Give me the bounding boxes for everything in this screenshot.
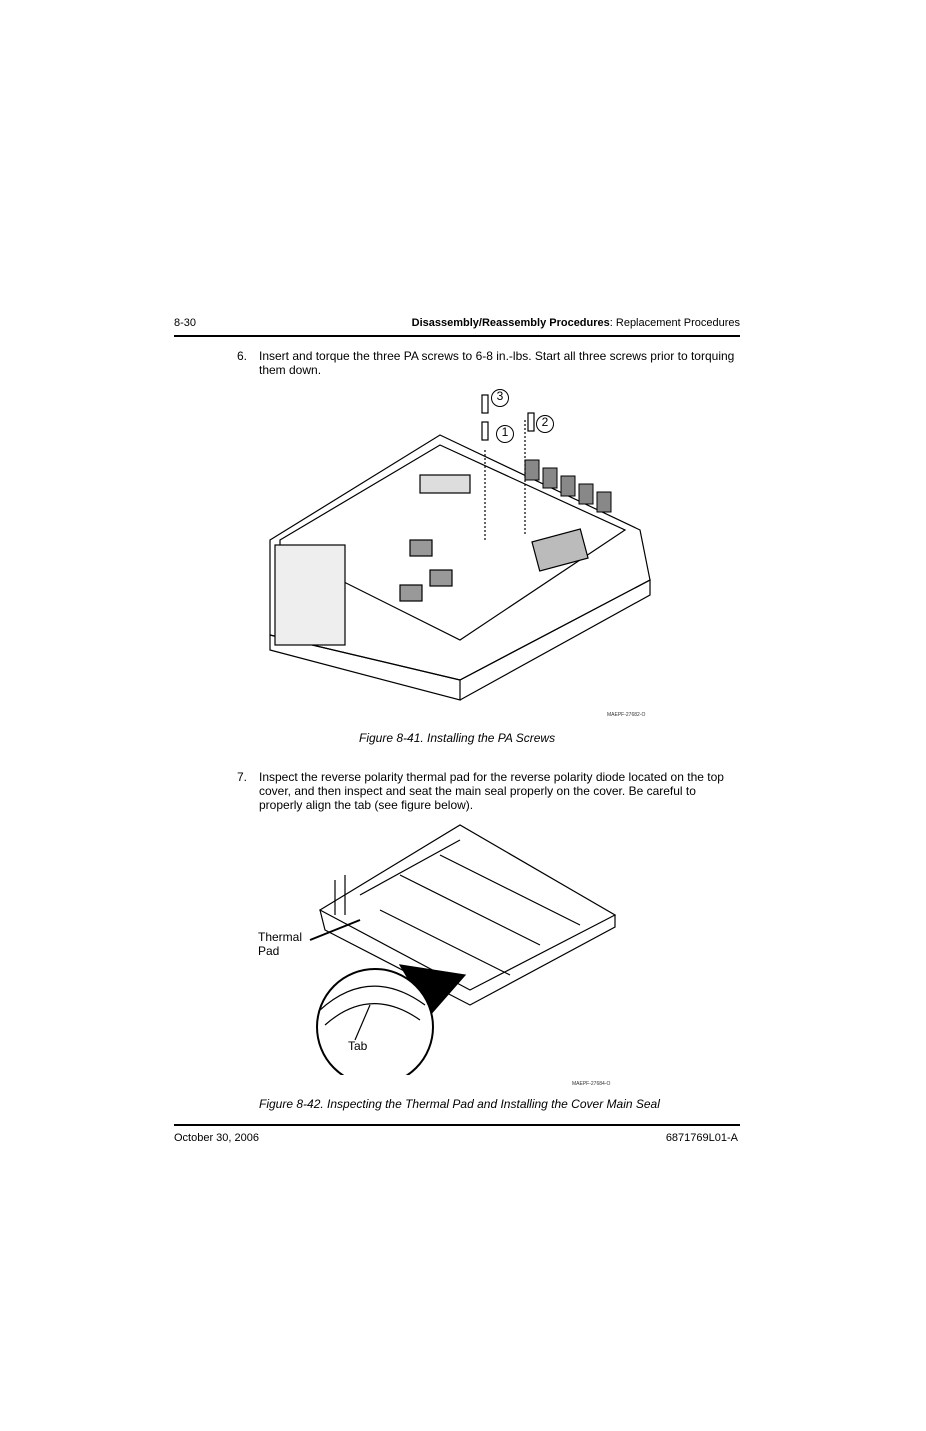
figure-id: MAEPF-27682-O [607,712,646,718]
cover-seal-illustration [309,824,617,1075]
label-tab: Tab [348,1039,368,1053]
figure-caption: Figure 8-42. Inspecting the Thermal Pad … [259,1097,660,1111]
label-pad: Pad [258,944,280,958]
step-number: 7. [237,770,248,784]
callout-3: 3 [491,389,509,407]
step-6: 6. Insert and torque the three PA screws… [237,349,737,377]
pa-screws-illustration [269,394,651,701]
label-thermal: Thermal [258,930,303,944]
step-text: Inspect the reverse polarity thermal pad… [259,770,724,812]
step-number: 6. [237,349,248,363]
step-7: 7. Inspect the reverse polarity thermal … [237,770,737,812]
page-number: 8-30 [174,317,197,329]
callout-2: 2 [536,415,554,433]
figure-id: MAEPF-27684-O [572,1081,611,1087]
footer-rule [174,1124,740,1126]
section-title-bold: Disassembly/Reassembly Procedures [411,317,610,329]
callout-1: 1 [496,425,514,443]
footer-date: October 30, 2006 [174,1132,260,1144]
section-title: Disassembly/Reassembly Procedures: Repla… [412,317,740,329]
header-rule [174,335,740,337]
footer-doc-number: 6871769L01-A [665,1132,738,1144]
section-title-rest: : Replacement Procedures [609,317,740,329]
step-text: Insert and torque the three PA screws to… [259,349,735,377]
figure-caption: Figure 8-41. Installing the PA Screws [359,731,556,745]
